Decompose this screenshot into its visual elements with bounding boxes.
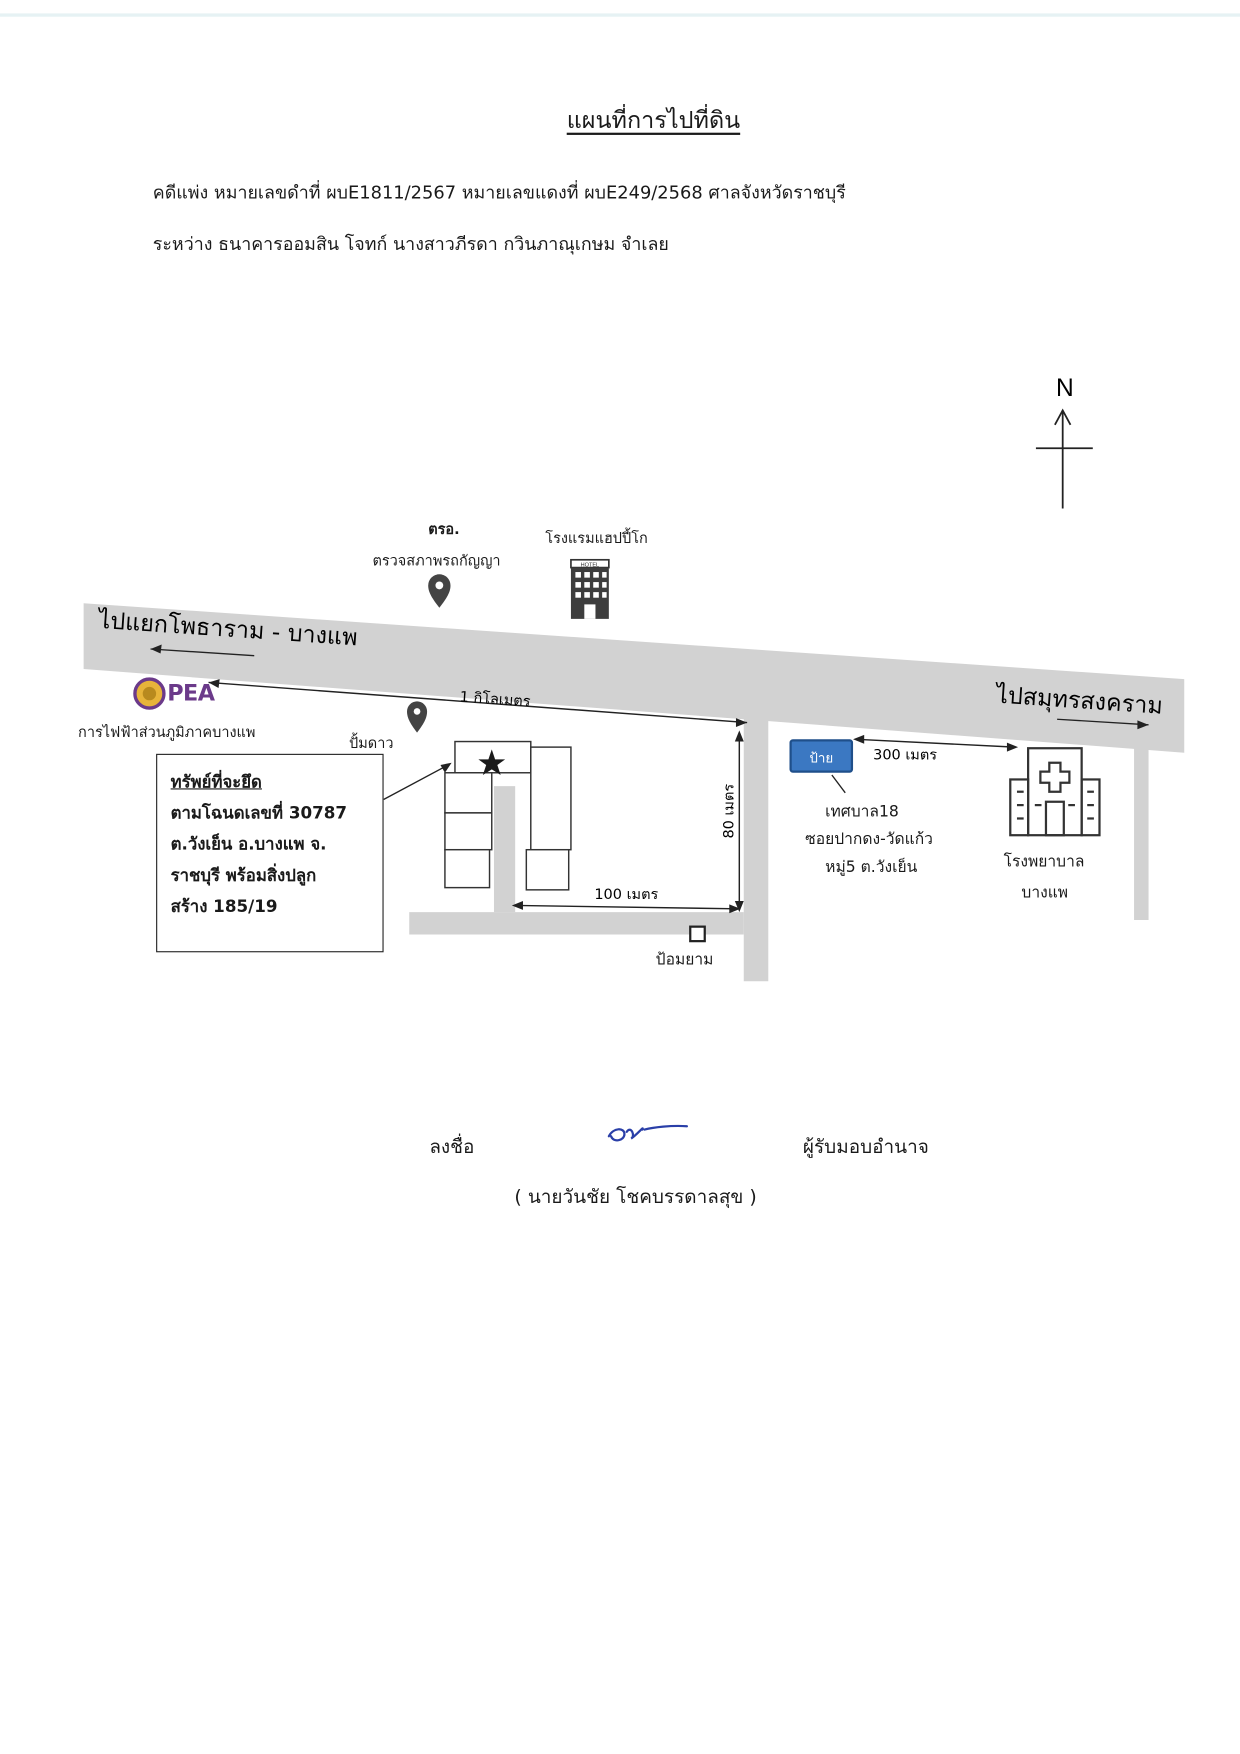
handwritten-signature (607, 1124, 689, 1142)
target-star-icon (478, 749, 506, 775)
property-line-3: ราชบุรี พร้อมสิ่งปลูก (170, 865, 317, 886)
bottom-road (409, 912, 744, 935)
guard-post-icon (689, 925, 706, 943)
hospital-label-1: โรงพยาบาล (1003, 853, 1085, 871)
distance-1km-label: 1 กิโลเมตร (459, 687, 531, 710)
distance-100m-arrow (511, 901, 741, 914)
distance-300m-label: 300 เมตร (873, 747, 937, 763)
distance-100m-label: 100 เมตร (594, 887, 658, 903)
sign-pointer-line (831, 774, 846, 794)
guard-post-label: ป้อมยาม (655, 951, 714, 970)
police-abbr-label: ตรอ. (428, 521, 460, 539)
distance-80m-label: 80 เมตร (722, 784, 738, 839)
police-station-label: ตรวจสภาพรถกัญญา (372, 553, 501, 570)
pea-office-label: การไฟฟ้าส่วนภูมิภาคบางแพ (78, 724, 256, 742)
police-location-pin-icon (428, 574, 451, 608)
municipal-label-1: เทศบาล18 (825, 802, 899, 821)
hospital-road (1134, 741, 1149, 920)
compass-arrow (1035, 408, 1093, 509)
inner-road (493, 786, 516, 913)
municipal-sign: ป้าย (789, 739, 854, 773)
hotel-sign-text: HOTEL (581, 562, 600, 568)
authorized-role-label: ผู้รับมอบอำนาจ (802, 1136, 929, 1159)
hospital-building-icon (1009, 747, 1101, 837)
municipal-label-2: ซอยปากดง-วัดแก้ว (805, 830, 933, 849)
east-direction-arrow (1057, 718, 1149, 730)
hotel-label: โรงแรมแฮปปี้โก (545, 530, 648, 548)
page-title: แผนที่การไปที่ดิน (566, 107, 741, 134)
parties-line: ระหว่าง ธนาคารออมสิน โจทก์ นางสาวภีรดา ก… (152, 233, 669, 255)
property-line-2: ต.วังเย็น อ.บางแพ จ. (170, 834, 327, 855)
signer-name: ( นายวันชัย โชคบรรดาลสุข ) (514, 1186, 757, 1209)
property-pointer-arrow (383, 762, 452, 801)
hotel-building-icon: HOTEL (570, 558, 610, 619)
property-line-1: ตามโฉนดเลขที่ 30787 (170, 802, 348, 823)
right-side-road (743, 713, 769, 982)
municipal-label-3: หมู่5 ต.วังเย็น (825, 858, 918, 877)
distance-1km-arrow (208, 679, 748, 728)
hospital-label-2: บางแพ (1021, 884, 1069, 903)
distance-300m-arrow (853, 734, 1019, 752)
property-line-4: สร้าง 185/19 (170, 896, 278, 917)
property-title: ทรัพย์ที่จะยึด (170, 771, 262, 792)
property-info-box: ทรัพย์ที่จะยึด ตามโฉนดเลขที่ 30787 ต.วัง… (156, 753, 384, 953)
scan-edge-line (0, 13, 1240, 17)
main-road (83, 603, 1185, 753)
pea-logo-text: PEA (167, 679, 215, 706)
case-number-line: คดีแพ่ง หมายเลขดำที่ ผบE1811/2567 หมายเล… (152, 181, 846, 203)
compass-north-label: N (1056, 375, 1074, 402)
gas-station-label: ปั้มดาว (349, 735, 394, 753)
distance-80m-arrow (734, 730, 744, 913)
pea-logo-icon (133, 677, 166, 710)
gas-station-pin-icon (407, 701, 428, 733)
sign-label: ลงชื่อ (429, 1136, 475, 1159)
west-direction-arrow (150, 644, 255, 657)
